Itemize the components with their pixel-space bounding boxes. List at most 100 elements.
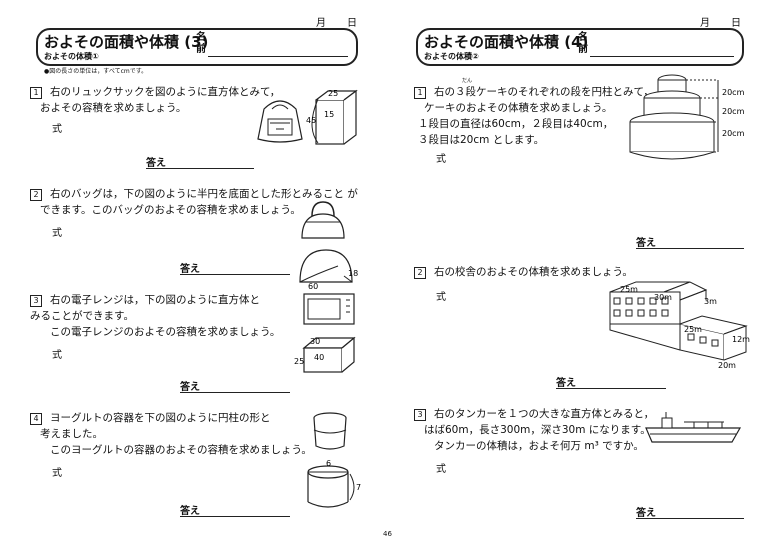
formula-label: 式 [52,350,62,361]
name-field[interactable] [590,56,734,57]
cylinder-diagram: 6 7 [307,459,361,508]
answer-field[interactable] [180,274,290,275]
question-number: 1 [30,87,42,99]
dimension-label: 12m [732,335,750,344]
answer-label: 答え [180,506,200,517]
dimension-label: 3m [704,297,717,306]
question-text: ヨーグルトの容器を下の図のように円柱の形と [50,412,271,424]
name-label-bottom: 前 [196,44,206,55]
dimension-label: 20cm [722,129,745,138]
dimension-label: 20cm [722,107,745,116]
backpack-box-diagram: 25 45 15 [306,89,358,145]
microwave-box-diagram: 30 25 40 [294,336,356,373]
date-month-label: 月 [700,18,710,29]
backpack-illustration [257,100,303,143]
formula-label: 式 [436,292,446,303]
question-text: タンカーの体積は，およそ何万 m³ ですか。 [434,440,644,452]
formula-label: 式 [52,468,62,479]
question-number: 3 [414,409,426,421]
question-4: 4 ヨーグルトの容器を下の図のように円柱の形と 考えました。 このヨーグルトの容器… [30,410,312,458]
dimension-label: 25 [294,357,304,366]
dimension-label: 20m [718,361,736,370]
dimension-label: 25m [620,285,638,294]
dimension-label: 40 [314,353,324,362]
question-text: 右のバッグは，下の図のように半円を底面とした形とみること が [50,188,358,200]
tanker-ship-illustration [645,412,742,443]
unit-note: ●図の長さの単位は，すべてcmです。 [44,68,148,75]
school-building-illustration: 25m 30m 3m 25m 12m 20m [609,281,750,370]
formula-label: 式 [436,154,446,165]
dimension-label: 15 [324,110,334,119]
question-2: 2 右のバッグは，下の図のように半円を底面とした形とみること が できます。このバ… [30,186,358,218]
question-text: 右のリュックサックを図のように直方体とみて， [50,86,281,98]
question-number: 3 [30,295,42,307]
answer-field[interactable] [636,248,744,249]
answer-field[interactable] [180,392,290,393]
page-title: およその面積や体積 (3) [44,33,209,51]
formula-label: 式 [436,464,446,475]
answer-label: 答え [180,382,200,393]
question-text: このヨーグルトの容器のおよその容積を求めましょう。 [50,444,312,456]
question-1: 1 右のリュックサックを図のように直方体とみて， およその容積を求めましょう。 [30,84,280,116]
question-number: 4 [30,413,42,425]
name-label: 名 前 [578,32,588,56]
three-tier-cake-illustration: 20cm 20cm 20cm [629,74,745,160]
dimension-label: 7 [356,483,361,492]
dimension-label: 30m [654,293,672,302]
name-label-top: 名 [196,32,206,43]
date-day-label: 日 [347,18,357,29]
name-label-bottom: 前 [578,44,588,55]
date-month-label: 月 [316,18,326,29]
question-text: 考えました。 [40,428,103,440]
question-number: 2 [30,189,42,201]
question-text: はば60m，長さ300m，深さ30m になります。 [424,424,651,436]
question-text: １段目の直径は60cm，２段目は40cm， [418,118,614,130]
answer-label: 答え [636,238,656,249]
dimension-label: 6 [326,459,331,468]
question-text: この電子レンジのおよその容積を求めましょう。 [50,326,281,338]
page-subtitle: およその体積② [424,52,479,61]
answer-field[interactable] [146,168,254,169]
question-2: 2 右の校舎のおよその体積を求めましょう。 [414,264,633,280]
answer-label: 答え [556,378,576,389]
dimension-label: 60 [308,282,318,291]
page-subtitle: およその体積① [44,52,99,61]
formula-label: 式 [52,228,62,239]
question-3: 3 右の電子レンジは，下の図のように直方体と みることができます。 この電子レンジ… [30,292,280,340]
answer-label: 答え [636,508,656,519]
answer-label: 答え [180,264,200,275]
answer-label: 答え [146,158,166,169]
question-text: ケーキのおよその体積を求めましょう。 [424,102,613,114]
question-number: 1 [414,87,426,99]
question-text: 右のタンカーを１つの大きな直方体とみると， [434,408,655,420]
question-text: できます。このバッグのおよその容積を求めましょう。 [40,204,301,216]
question-text: 右の電子レンジは，下の図のように直方体と [50,294,260,306]
dimension-label: 25m [684,325,702,334]
question-text: ３段目は20cm とします。 [418,134,545,146]
date-day-label: 日 [731,18,741,29]
name-label: 名 前 [196,32,206,56]
answer-field[interactable] [180,516,290,517]
question-text: 右の３段ケーキのそれぞれの段を円柱とみて， [434,86,654,98]
dimension-label: 18 [348,269,358,278]
half-cylinder-diagram: 60 18 [299,249,358,291]
page-title: およその面積や体積 (4) [424,33,589,51]
microwave-illustration [303,293,355,325]
dimension-label: 25 [328,89,338,98]
name-field[interactable] [208,56,348,57]
page-number: 46 [383,530,392,538]
dimension-label: 30 [310,337,320,346]
formula-label: 式 [52,124,62,135]
question-text: 右の校舎のおよその体積を求めましょう。 [434,266,633,278]
answer-field[interactable] [636,518,744,519]
dimension-label: 20cm [722,88,745,97]
question-text: およその容積を求めましょう。 [40,102,187,114]
title-box [416,28,744,66]
question-number: 2 [414,267,426,279]
question-text: みることができます。 [30,310,134,322]
answer-field[interactable] [556,388,666,389]
question-1: 1 右の３段ケーキのそれぞれの段を円柱とみて， ケーキのおよその体積を求めましょう… [414,84,654,148]
dimension-label: 45 [306,116,316,125]
question-3: 3 右のタンカーを１つの大きな直方体とみると， はば60m，長さ300m，深さ30… [414,406,654,454]
yogurt-illustration [313,412,347,450]
